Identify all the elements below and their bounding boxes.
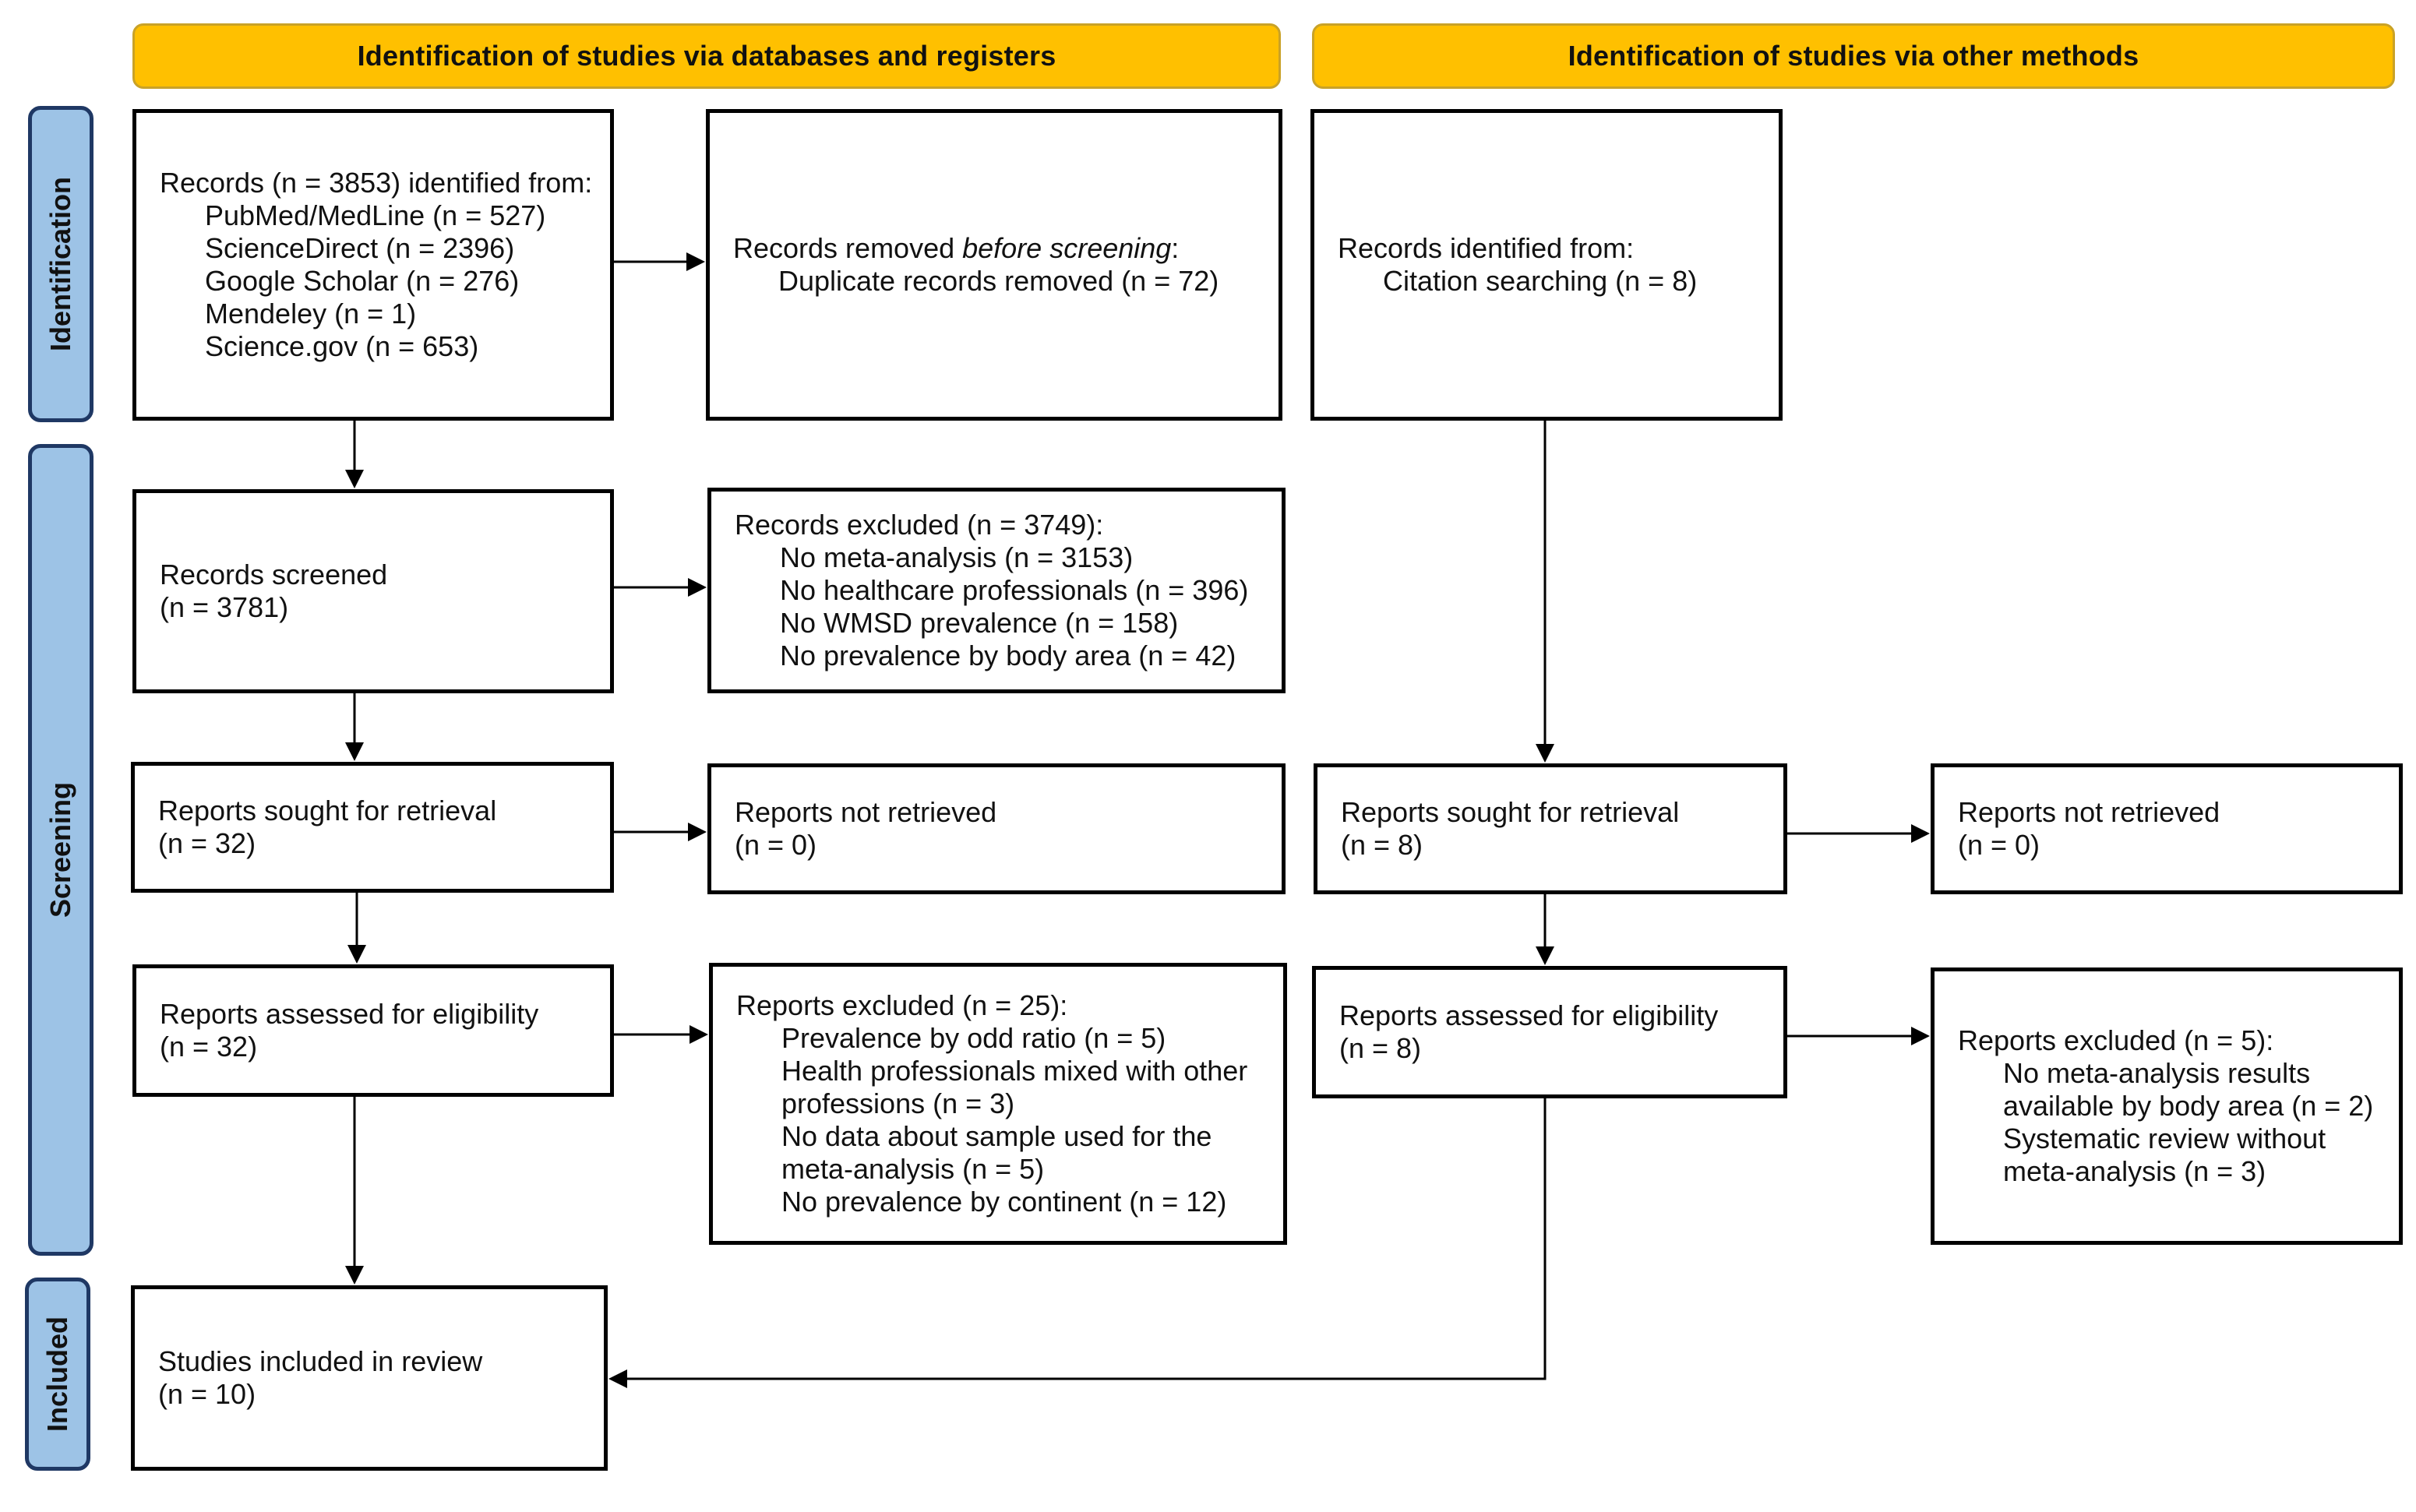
reports-excluded-other-title: Reports excluded (n = 5): xyxy=(1958,1024,2274,1056)
reports-not-retrieved-other-count: (n = 0) xyxy=(1958,829,2040,861)
studies-included-count: (n = 10) xyxy=(158,1378,256,1410)
box-records-identified: Records (n = 3853) identified from: PubM… xyxy=(132,109,614,421)
header-other-methods: Identification of studies via other meth… xyxy=(1312,23,2395,89)
box-reports-assessed-db: Reports assessed for eligibility (n = 32… xyxy=(132,964,614,1097)
reports-assessed-other-label: Reports assessed for eligibility xyxy=(1339,999,1719,1031)
records-excluded-title: Records excluded (n = 3749): xyxy=(735,509,1104,541)
excluded-no-healthcare: No healthcare professionals (n = 396) xyxy=(780,574,1249,606)
duplicates-removed: Duplicate records removed (n = 72) xyxy=(778,265,1219,297)
source-sciencedirect: ScienceDirect (n = 2396) xyxy=(205,232,515,264)
source-mendeley: Mendeley (n = 1) xyxy=(205,298,417,330)
source-google-scholar: Google Scholar (n = 276) xyxy=(205,265,520,297)
records-removed-title-emph: before screening xyxy=(962,232,1172,264)
reports-excluded-db-title: Reports excluded (n = 25): xyxy=(736,989,1068,1021)
excluded-no-meta-analysis: No meta-analysis (n = 3153) xyxy=(780,541,1134,573)
reports-excluded-db-item-5: meta-analysis (n = 5) xyxy=(781,1153,1045,1185)
reports-assessed-other-count: (n = 8) xyxy=(1339,1032,1422,1064)
reports-not-retrieved-db-count: (n = 0) xyxy=(735,829,817,861)
box-reports-excluded-db: Reports excluded (n = 25): Prevalence by… xyxy=(709,963,1287,1245)
records-screened-count: (n = 3781) xyxy=(160,591,289,623)
box-reports-excluded-other: Reports excluded (n = 5): No meta-analys… xyxy=(1931,967,2403,1245)
studies-included-label: Studies included in review xyxy=(158,1345,483,1377)
citation-searching: Citation searching (n = 8) xyxy=(1383,265,1698,297)
phase-included: Included xyxy=(25,1278,90,1471)
records-removed-title-suffix: : xyxy=(1171,232,1180,264)
box-records-excluded: Records excluded (n = 3749): No meta-ana… xyxy=(707,488,1286,693)
reports-excluded-other-item-4: meta-analysis (n = 3) xyxy=(2003,1155,2266,1187)
box-reports-not-retrieved-other: Reports not retrieved (n = 0) xyxy=(1931,763,2403,894)
excluded-no-body-area: No prevalence by body area (n = 42) xyxy=(780,640,1236,671)
box-reports-not-retrieved-db: Reports not retrieved (n = 0) xyxy=(707,763,1286,894)
reports-excluded-db-item-4: No data about sample used for the xyxy=(781,1120,1212,1152)
reports-sought-db-label: Reports sought for retrieval xyxy=(158,795,497,826)
reports-excluded-db-item-1: Prevalence by odd ratio (n = 5) xyxy=(781,1022,1166,1054)
header-databases: Identification of studies via databases … xyxy=(132,23,1281,89)
phase-screening: Screening xyxy=(28,444,93,1256)
reports-not-retrieved-db-label: Reports not retrieved xyxy=(735,796,997,828)
reports-excluded-other-item-3: Systematic review without xyxy=(2003,1123,2326,1154)
other-identified-title: Records identified from: xyxy=(1338,232,1635,264)
box-reports-sought-other: Reports sought for retrieval (n = 8) xyxy=(1314,763,1787,894)
records-removed-title-prefix: Records removed xyxy=(733,232,963,264)
reports-excluded-other-item-2: available by body area (n = 2) xyxy=(2003,1090,2374,1122)
records-identified-title: Records (n = 3853) identified from: xyxy=(160,167,593,199)
reports-excluded-other-item-1: No meta-analysis results xyxy=(2003,1057,2311,1089)
box-studies-included: Studies included in review (n = 10) xyxy=(131,1285,608,1471)
reports-sought-other-label: Reports sought for retrieval xyxy=(1341,796,1680,828)
reports-sought-other-count: (n = 8) xyxy=(1341,829,1423,861)
arrow-other-assessed-to-included xyxy=(608,1098,1547,1388)
box-records-removed: Records removed before screening: Duplic… xyxy=(706,109,1282,421)
reports-assessed-db-label: Reports assessed for eligibility xyxy=(160,998,539,1030)
reports-assessed-db-count: (n = 32) xyxy=(160,1031,258,1063)
phase-identification: Identification xyxy=(28,106,93,422)
reports-not-retrieved-other-label: Reports not retrieved xyxy=(1958,796,2220,828)
box-other-identified: Records identified from: Citation search… xyxy=(1310,109,1783,421)
records-removed-title: Records removed before screening: xyxy=(733,232,1255,265)
source-pubmed: PubMed/MedLine (n = 527) xyxy=(205,199,546,231)
box-reports-sought-db: Reports sought for retrieval (n = 32) xyxy=(131,762,614,893)
box-reports-assessed-other: Reports assessed for eligibility (n = 8) xyxy=(1312,966,1787,1098)
box-records-screened: Records screened (n = 3781) xyxy=(132,489,614,693)
records-screened-label: Records screened xyxy=(160,559,388,590)
reports-sought-db-count: (n = 32) xyxy=(158,827,256,859)
reports-excluded-db-item-3: professions (n = 3) xyxy=(781,1087,1015,1119)
excluded-no-wmsd: No WMSD prevalence (n = 158) xyxy=(780,607,1179,639)
reports-excluded-db-item-2: Health professionals mixed with other xyxy=(781,1055,1248,1087)
source-science-gov: Science.gov (n = 653) xyxy=(205,330,479,362)
reports-excluded-db-item-6: No prevalence by continent (n = 12) xyxy=(781,1186,1227,1218)
